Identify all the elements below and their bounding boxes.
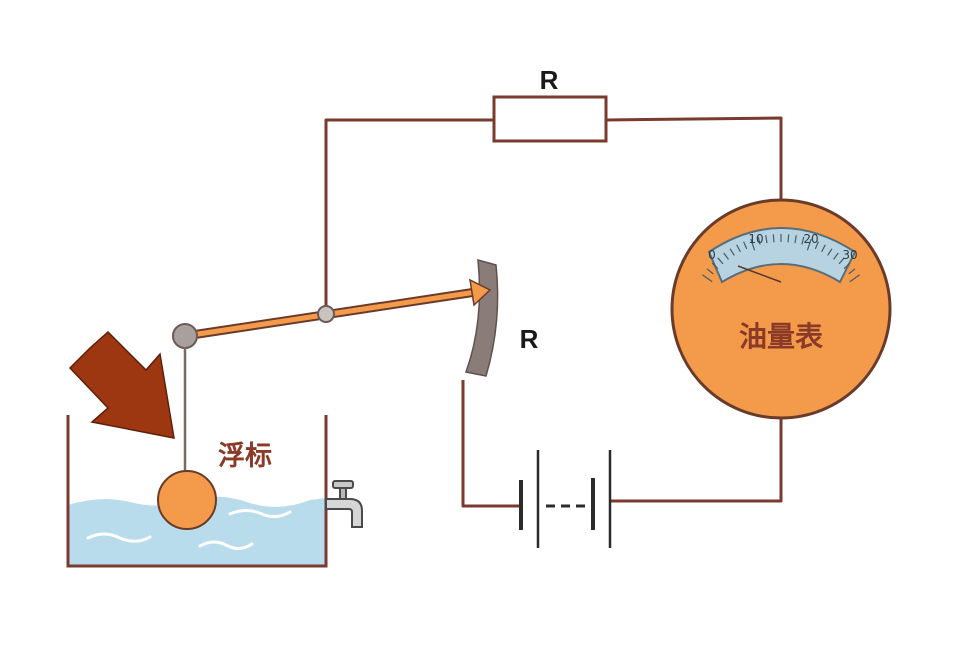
battery [519,450,612,548]
gauge-tick [787,234,790,243]
gauge-tick [827,248,833,256]
gauge-tick-label: 10 [748,232,763,246]
arrow-down-right-icon [68,330,175,439]
wire-left-bottom [461,380,521,508]
variable-resistor [464,258,499,377]
gauge-tick [750,238,756,251]
gauge-tick [848,268,856,275]
faucet-icon [325,480,363,528]
gauge-tick [765,235,768,244]
wire-right-top [605,116,783,200]
gauge-tick [717,257,724,265]
gauge-tick [806,238,812,251]
gauge-tick [801,236,805,245]
gauge-tick [706,268,714,275]
circuit-wires [324,116,783,508]
lever-end-joint [172,323,198,349]
gauge-tick [821,244,826,253]
gauge-tick [814,241,819,250]
gauge-needle [737,265,782,283]
wire-left-top [324,118,494,314]
wire-right-bottom [610,418,783,503]
lever-arrow-head [469,278,492,307]
gauge-tick [736,244,741,253]
float-ball [157,470,217,530]
fixed-resistor [492,95,608,143]
gauge-tick-label: 20 [803,232,818,246]
gauge-tick-label: 30 [842,248,857,262]
gauge-tick-labels: 0 10 20 30 [708,232,857,262]
water-waves [86,509,292,551]
gauge-tick [757,236,761,245]
fixed-resistor-label: R [540,65,559,95]
gauge-tick [843,262,851,270]
gauge-tick-label: 0 [708,248,716,262]
gauge-tick [794,235,797,244]
tank-walls [66,415,328,568]
gauge-tick [729,248,735,256]
gauge-tick [711,262,719,270]
gauge-tick [838,257,845,265]
float-label: 浮标 [218,441,272,472]
lever-pivot [317,305,335,323]
gauge-tick [723,252,729,260]
gauge-label: 油量表 [739,320,823,353]
gauge-tick [702,274,713,283]
variable-resistor-label: R [520,324,539,354]
gauge-tick [833,252,839,260]
gauge-tick [743,241,748,250]
gauge-ticks [702,234,860,283]
gauge-tick [849,274,860,283]
gauge-tick [772,234,775,243]
